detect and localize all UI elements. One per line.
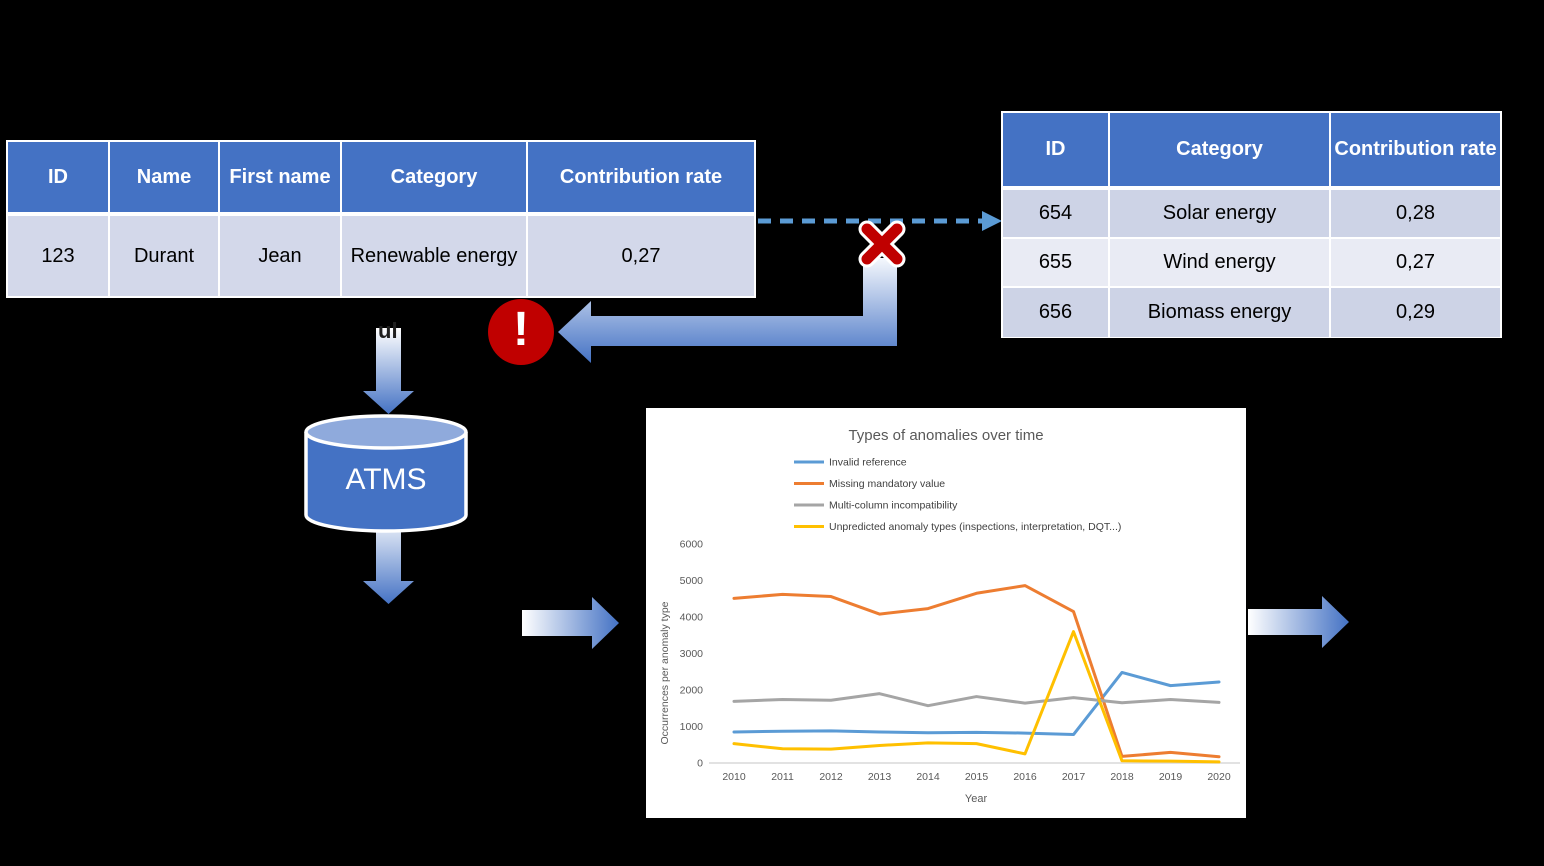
series-line [732, 584, 1221, 759]
dashed-lookup-arrow [758, 211, 1002, 231]
y-tick-label: 5000 [680, 575, 704, 587]
header-cell: Category [342, 142, 528, 216]
header-cell: First name [220, 142, 342, 216]
data-cell: 0,28 [1331, 190, 1500, 239]
data-cell: Durant [110, 216, 220, 296]
x-axis-title: Year [965, 793, 988, 805]
data-cell: 0,27 [528, 216, 754, 296]
y-axis-title: Occurrences per anomaly type [659, 601, 671, 744]
x-tick-label: 2010 [722, 771, 746, 783]
flow-arrow-to-chart [522, 597, 619, 649]
data-cell: Wind energy [1110, 239, 1331, 288]
header-cell: Name [110, 142, 220, 216]
x-tick-label: 2020 [1207, 771, 1231, 783]
series-line [732, 630, 1221, 764]
y-tick-label: 6000 [680, 539, 704, 551]
legend-label: Invalid reference [829, 457, 907, 469]
atms-database-cylinder: ATMS [304, 414, 468, 533]
rejection-elbow-arrow [558, 258, 897, 363]
x-tick-label: 2018 [1110, 771, 1134, 783]
y-tick-label: 1000 [680, 721, 704, 733]
x-tick-label: 2017 [1062, 771, 1086, 783]
data-cell: Biomass energy [1110, 288, 1331, 337]
source-record-table: ID Name First name Category Contribution… [6, 140, 756, 298]
data-cell: Renewable energy [342, 216, 528, 296]
x-tick-label: 2019 [1159, 771, 1183, 783]
x-tick-label: 2015 [965, 771, 989, 783]
data-cell: 656 [1003, 288, 1110, 337]
data-cell: 123 [8, 216, 110, 296]
text-fragment: ul [378, 318, 398, 343]
data-cell: 0,27 [1331, 239, 1500, 288]
header-cell: ID [1003, 113, 1110, 190]
atms-label: ATMS [345, 463, 426, 496]
category-reference-table: ID Category Contribution rate 654 Solar … [1001, 111, 1502, 338]
error-cross-icon [858, 220, 906, 268]
header-cell: Contribution rate [1331, 113, 1500, 190]
legend-label: Multi-column incompatibility [829, 500, 958, 512]
x-tick-label: 2011 [771, 771, 794, 783]
flow-arrow-down-to-atms [363, 328, 414, 414]
data-cell: 655 [1003, 239, 1110, 288]
header-cell: Contribution rate [528, 142, 754, 216]
data-cell: 0,29 [1331, 288, 1500, 337]
chart-title: Types of anomalies over time [848, 427, 1043, 444]
data-cell: Solar energy [1110, 190, 1331, 239]
legend-label: Missing mandatory value [829, 478, 945, 490]
header-cell: ID [8, 142, 110, 216]
y-tick-label: 4000 [680, 612, 704, 624]
data-cell: 654 [1003, 190, 1110, 239]
series-line [732, 670, 1221, 737]
data-cell: Jean [220, 216, 342, 296]
y-tick-label: 2000 [680, 685, 704, 697]
legend-label: Unpredicted anomaly types (inspections, … [829, 521, 1121, 533]
header-cell: Category [1110, 113, 1331, 190]
warning-exclamation-icon: ! [488, 299, 554, 365]
x-tick-label: 2013 [868, 771, 892, 783]
x-tick-label: 2014 [916, 771, 940, 783]
x-tick-label: 2016 [1013, 771, 1037, 783]
y-tick-label: 3000 [680, 648, 704, 660]
x-tick-label: 2012 [819, 771, 843, 783]
series-line [732, 692, 1221, 708]
flow-arrow-down-from-atms [363, 512, 414, 604]
flow-arrow-output [1248, 596, 1349, 648]
y-tick-label: 0 [697, 758, 703, 770]
